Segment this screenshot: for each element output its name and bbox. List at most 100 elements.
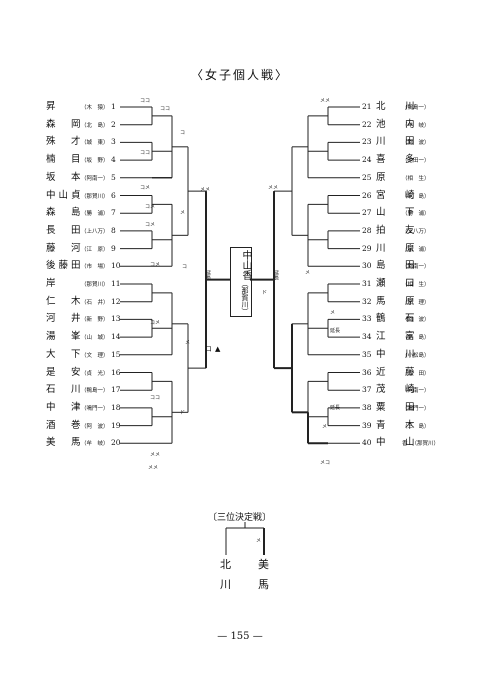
player-seed: 29	[362, 243, 372, 253]
player-name: 石 川	[46, 384, 84, 396]
player-seed: 33	[362, 314, 372, 324]
player-seed: 15	[111, 349, 121, 359]
player-seed: 23	[362, 137, 372, 147]
player-school: （三 島）	[402, 423, 430, 430]
score-mark: メ	[180, 210, 186, 216]
right-player-row: 39 青 木（三 島）	[362, 420, 432, 432]
left-player-row: 河 井（新 野）13	[46, 313, 121, 325]
player-name: 昇	[46, 101, 59, 112]
player-seed: 26	[362, 190, 372, 200]
left-player-row: 長 田（上八万）8	[46, 225, 116, 237]
player-seed: 30	[362, 261, 372, 271]
score-mark: 延長	[273, 270, 279, 280]
player-school: （木 猿）	[81, 105, 109, 111]
player-school: （阿南一）	[81, 175, 109, 182]
player-school: （北 島）	[402, 193, 430, 200]
left-player-row: 岸（那賀川）11	[46, 278, 121, 290]
player-seed: 20	[111, 438, 121, 448]
player-seed: 16	[111, 367, 121, 377]
champion-school: （那賀川）	[241, 279, 249, 315]
score-mark: コ	[180, 130, 186, 136]
player-name: 粟 田	[376, 401, 420, 413]
player-school: （市 場）	[81, 264, 109, 271]
player-name: 仁 木	[46, 295, 84, 307]
score-mark: コメ	[150, 262, 161, 268]
score-mark: メメ	[200, 187, 211, 193]
player-name: 瀬 口	[376, 278, 420, 289]
player-name: 川 原	[376, 242, 420, 254]
player-seed: 9	[111, 243, 116, 253]
player-seed: 6	[111, 190, 116, 200]
score-mark: 延長	[330, 328, 341, 334]
player-seed: 25	[362, 172, 372, 182]
score-mark: コメ	[140, 185, 151, 191]
player-name: 酒 巻	[46, 419, 84, 431]
player-seed: 32	[362, 296, 372, 306]
player-school: （文 理）	[81, 352, 109, 359]
player-name: 川 田	[376, 136, 420, 148]
player-name: 中 山	[376, 437, 420, 449]
player-school: （鳴門一）	[402, 405, 430, 412]
player-name: 茂 崎	[376, 384, 420, 396]
score-mark: コメ	[145, 204, 156, 210]
left-player-row: 森 島（勝 浦）7	[46, 207, 116, 219]
player-name: 湯 峯	[46, 331, 84, 343]
player-seed: 21	[362, 102, 372, 111]
player-name: 近 藤	[376, 366, 420, 378]
left-player-row: 楠 目（坂 野）4	[46, 154, 116, 166]
player-seed: 40	[362, 438, 372, 448]
score-mark: ココ	[140, 150, 151, 156]
third-place-title: 〔三位決定戦〕	[208, 513, 272, 523]
player-seed: 22	[362, 119, 372, 129]
triangle-mark: コ	[205, 345, 212, 353]
player-seed: 4	[111, 155, 116, 165]
player-school: （石 井）	[81, 299, 109, 306]
player-seed: 3	[111, 137, 116, 147]
score-mark: メ	[330, 310, 336, 316]
player-name: 是 安	[46, 366, 84, 378]
player-school: （阿南一）	[402, 388, 430, 395]
player-name: 大 下	[46, 348, 84, 360]
left-player-row: 中 津（鳴門一）18	[46, 402, 121, 414]
page-number: — 155 —	[217, 631, 263, 642]
left-player-row: 大 下（文 理）15	[46, 349, 121, 361]
player-seed: 39	[362, 420, 372, 430]
player-school: （阿 波）	[402, 317, 430, 324]
player-name: 青 木	[376, 419, 420, 431]
player-name: 山 下	[376, 207, 420, 219]
score-mark: ココ	[160, 106, 171, 112]
third-place-name-char: 美	[258, 558, 269, 571]
player-school: （勝 浦）	[81, 211, 109, 218]
player-school: （阿 波）	[81, 423, 109, 430]
player-seed: 11	[111, 279, 121, 288]
score-mark: メメ	[150, 452, 161, 458]
player-school: （小松島）	[402, 352, 430, 359]
score-mark: メ	[185, 340, 191, 346]
third-place-name-char: 馬	[258, 578, 269, 591]
player-school: （鴨島一）	[402, 105, 430, 111]
player-school: （那賀川）	[411, 441, 440, 448]
player-school: （上八万）	[402, 228, 430, 235]
player-name: 中 川	[376, 348, 420, 360]
left-player-row: 殊 才（城 東）3	[46, 136, 116, 148]
player-name: 馬 原	[376, 295, 420, 307]
score-mark: メ	[256, 538, 262, 544]
third-place-name-char: 北	[220, 558, 231, 571]
player-name: 中 津	[46, 401, 84, 413]
player-seed: 10	[111, 261, 121, 271]
player-school: （牟 岐）	[81, 441, 109, 448]
player-school: （鳴門一）	[81, 405, 109, 412]
left-player-row: 後藤田（市 場）10	[46, 260, 121, 272]
left-player-row: 藤 河（江 原）9	[46, 243, 116, 255]
player-seed: 35	[362, 349, 372, 359]
player-seed: 36	[362, 367, 372, 377]
left-player-row: 美 馬（牟 岐）20	[46, 437, 121, 449]
score-mark: コ	[182, 264, 188, 270]
player-seed: 14	[111, 332, 121, 342]
